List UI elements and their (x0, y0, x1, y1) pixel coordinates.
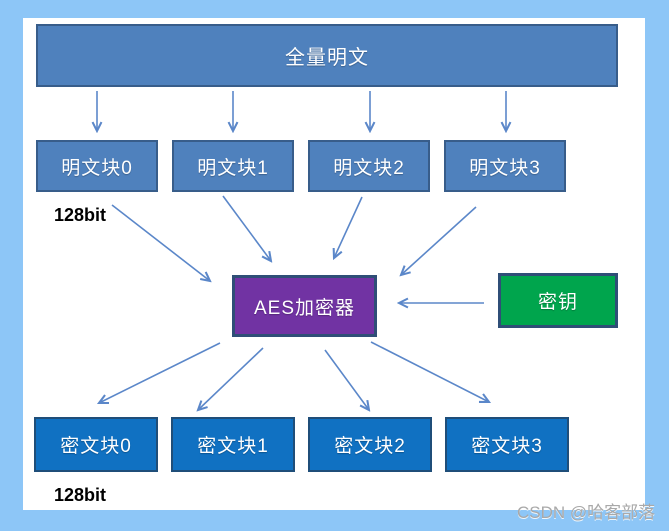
node-plaintext-block-1: 明文块1 (172, 140, 294, 192)
block-size-label-bottom: 128bit (54, 485, 107, 505)
node-plaintext-block-3: 明文块3 (444, 140, 566, 192)
node-ciphertext-block-3: 密文块3 (445, 417, 569, 472)
node-plaintext-block-2: 明文块2 (308, 140, 430, 192)
node-key: 密钥 (498, 273, 618, 328)
node-ciphertext-block-0: 密文块0 (34, 417, 158, 472)
csdn-watermark: CSDN @哈客部落 (517, 503, 656, 522)
node-full-plaintext: 全量明文 (36, 24, 618, 87)
node-ciphertext-block-1: 密文块1 (171, 417, 295, 472)
block-size-label-top: 128bit (54, 205, 107, 225)
node-ciphertext-block-2: 密文块2 (308, 417, 432, 472)
node-plaintext-block-0: 明文块0 (36, 140, 158, 192)
node-aes-encryptor: AES加密器 (232, 275, 377, 337)
